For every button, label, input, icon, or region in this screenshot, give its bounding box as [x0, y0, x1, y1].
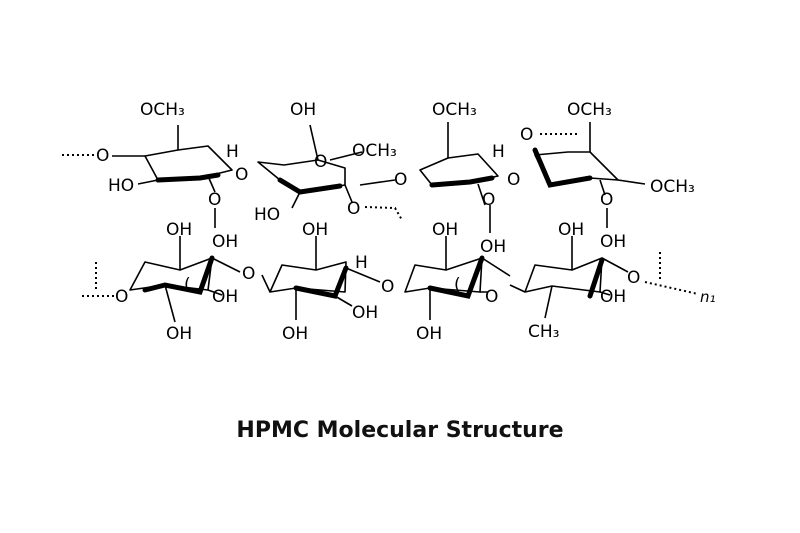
- label-o: O: [627, 268, 640, 288]
- label-o: O: [394, 170, 407, 190]
- label-o: O: [381, 277, 394, 297]
- glucose-ring-bottom-2: [261, 236, 381, 320]
- label-oh: OH: [558, 220, 584, 240]
- label-o: O: [96, 146, 109, 166]
- label-o: O: [242, 264, 255, 284]
- label-paren: (: [454, 275, 461, 295]
- label-oh: OH: [480, 237, 506, 257]
- label-o: O: [115, 287, 128, 307]
- label-paren: (: [184, 275, 191, 295]
- label-ho: HO: [108, 176, 134, 196]
- label-oh: OH: [212, 232, 238, 252]
- chain-continuation-right: [644, 281, 699, 295]
- label-och3: OCH₃: [432, 100, 477, 120]
- label-o: O: [520, 125, 533, 145]
- label-o: O: [507, 170, 520, 190]
- label-o: O: [235, 165, 248, 185]
- label-ring-o: O: [314, 152, 327, 172]
- label-oh: OH: [600, 287, 626, 307]
- cross-link-bonds-top: [214, 205, 608, 233]
- label-oh: OH: [166, 324, 192, 344]
- label-oh: OH: [352, 303, 378, 323]
- bottom-chain: OH OH OH OH O OH OH O H O OH O O OH OH O…: [82, 220, 716, 344]
- label-oh: OH: [290, 100, 316, 120]
- label-o: O: [485, 287, 498, 307]
- label-oh: OH: [302, 220, 328, 240]
- label-oh: OH: [212, 287, 238, 307]
- label-ho: HO: [254, 205, 280, 225]
- glucose-ring-top-1: [112, 125, 233, 193]
- label-och3: OCH₃: [352, 141, 397, 161]
- label-oh: OH: [282, 324, 308, 344]
- label-och3: OCH₃: [140, 100, 185, 120]
- label-oh: OH: [432, 220, 458, 240]
- label-n1: n₁: [700, 288, 716, 306]
- label-h: H: [492, 142, 505, 162]
- label-o: O: [600, 190, 613, 210]
- label-oh: OH: [416, 324, 442, 344]
- label-o: O: [482, 190, 495, 210]
- chain-continuation-branch: [364, 206, 403, 221]
- label-o: O: [208, 190, 221, 210]
- glucose-ring-bottom-4: [509, 236, 661, 319]
- label-och3: OCH₃: [567, 100, 612, 120]
- glucose-ring-top-2: [257, 124, 396, 209]
- label-oh: OH: [166, 220, 192, 240]
- label-oh: OH: [600, 232, 626, 252]
- label-och3: OCH₃: [650, 177, 695, 197]
- glucose-ring-top-4: [532, 122, 646, 196]
- glucose-ring-bottom-1: [95, 236, 241, 323]
- label-o: O: [347, 199, 360, 219]
- label-h: H: [355, 253, 368, 273]
- diagram-title: HPMC Molecular Structure: [236, 418, 564, 443]
- label-ch3: CH₃: [528, 322, 559, 342]
- label-h: H: [226, 142, 239, 162]
- glucose-ring-top-3: [419, 122, 499, 206]
- glucose-ring-bottom-3: [404, 236, 511, 320]
- top-chain: OCH₃ OH OCH₃ OCH₃ O HO H O O OCH₃ HO O O…: [62, 100, 695, 257]
